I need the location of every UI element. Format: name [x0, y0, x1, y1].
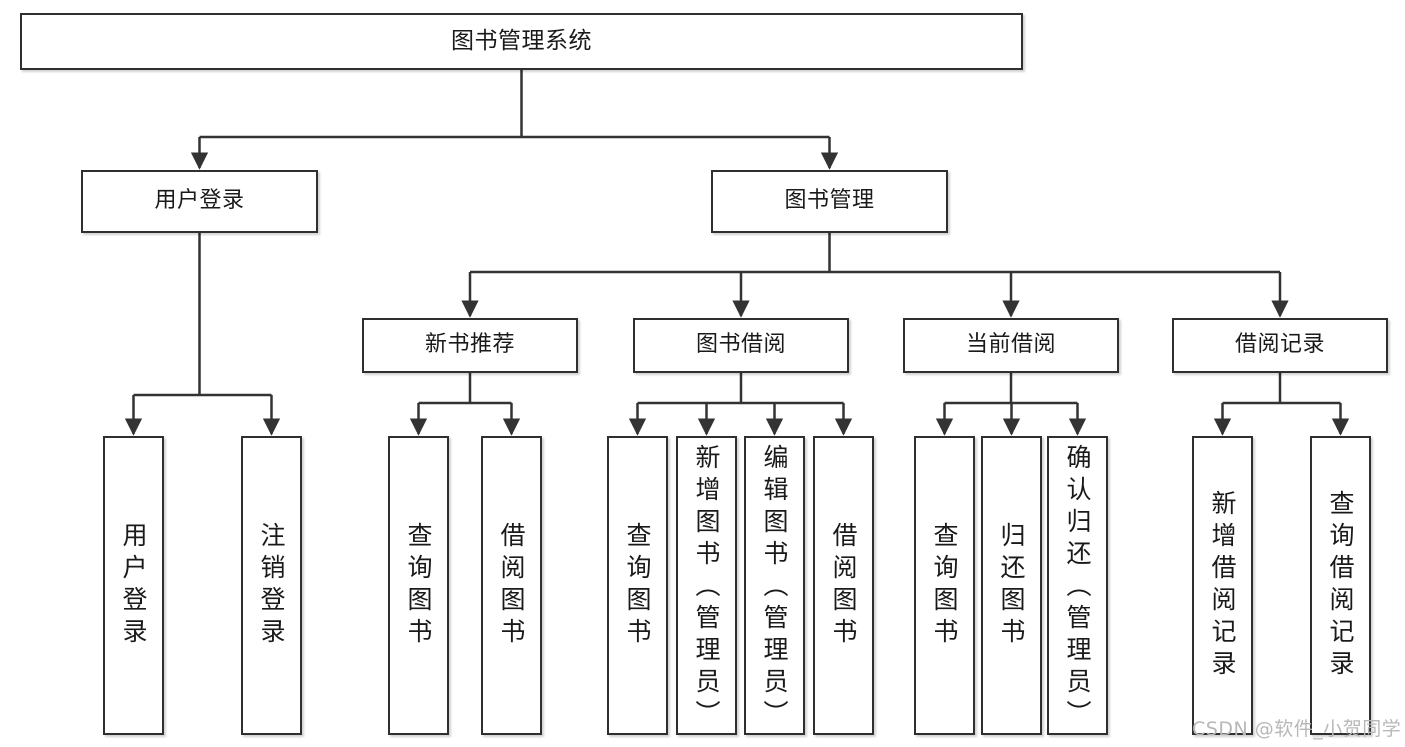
node-leaf-cur-1[interactable]: 查询图书: [914, 436, 975, 735]
node-label: 确认归还（管理员）: [1063, 444, 1092, 732]
node-label: 查询图书: [930, 521, 959, 650]
node-label: 借阅图书: [829, 521, 858, 650]
node-label: 借阅图书: [497, 521, 526, 650]
node-current[interactable]: 当前借阅: [903, 318, 1119, 373]
node-label: 当前借阅: [965, 332, 1056, 358]
node-label: 查询图书: [623, 521, 652, 650]
node-label: 图书管理: [784, 188, 875, 214]
node-label: 查询借阅记录: [1326, 489, 1355, 682]
node-borrow[interactable]: 图书借阅: [633, 318, 849, 373]
node-records[interactable]: 借阅记录: [1172, 318, 1388, 373]
node-leaf-borrow-2[interactable]: 新增图书（管理员）: [676, 436, 737, 735]
node-label: 新书推荐: [424, 332, 515, 358]
node-leaf-rec-2[interactable]: 查询借阅记录: [1310, 436, 1371, 735]
node-root[interactable]: 图书管理系统: [20, 13, 1023, 70]
node-leaf-borrow-3[interactable]: 编辑图书（管理员）: [744, 436, 805, 735]
node-label: 用户登录: [119, 521, 148, 650]
node-bookmgmt[interactable]: 图书管理: [711, 170, 948, 233]
node-label: 图书管理系统: [451, 27, 592, 54]
node-leaf-cur-2[interactable]: 归还图书: [981, 436, 1042, 735]
node-label: 编辑图书（管理员）: [760, 444, 789, 732]
node-label: 新增借阅记录: [1208, 489, 1237, 682]
connector-lines: [124, 70, 1350, 436]
node-label: 新增图书（管理员）: [692, 444, 721, 732]
node-leaf-rec-1[interactable]: 新增借阅记录: [1192, 436, 1253, 735]
node-leaf-new-2[interactable]: 借阅图书: [481, 436, 542, 735]
node-leaf-borrow-4[interactable]: 借阅图书: [813, 436, 874, 735]
node-leaf-login-1[interactable]: 用户登录: [103, 436, 164, 735]
node-label: 归还图书: [997, 521, 1026, 650]
node-label: 借阅记录: [1234, 332, 1325, 358]
node-label: 查询图书: [404, 521, 433, 650]
node-label: 注销登录: [257, 521, 286, 650]
node-newbook[interactable]: 新书推荐: [362, 318, 578, 373]
node-leaf-new-1[interactable]: 查询图书: [388, 436, 449, 735]
node-label: 用户登录: [154, 188, 245, 214]
node-leaf-cur-3[interactable]: 确认归还（管理员）: [1047, 436, 1108, 735]
node-login[interactable]: 用户登录: [81, 170, 318, 233]
node-leaf-borrow-1[interactable]: 查询图书: [607, 436, 668, 735]
node-label: 图书借阅: [695, 332, 786, 358]
node-leaf-login-2[interactable]: 注销登录: [241, 436, 302, 735]
